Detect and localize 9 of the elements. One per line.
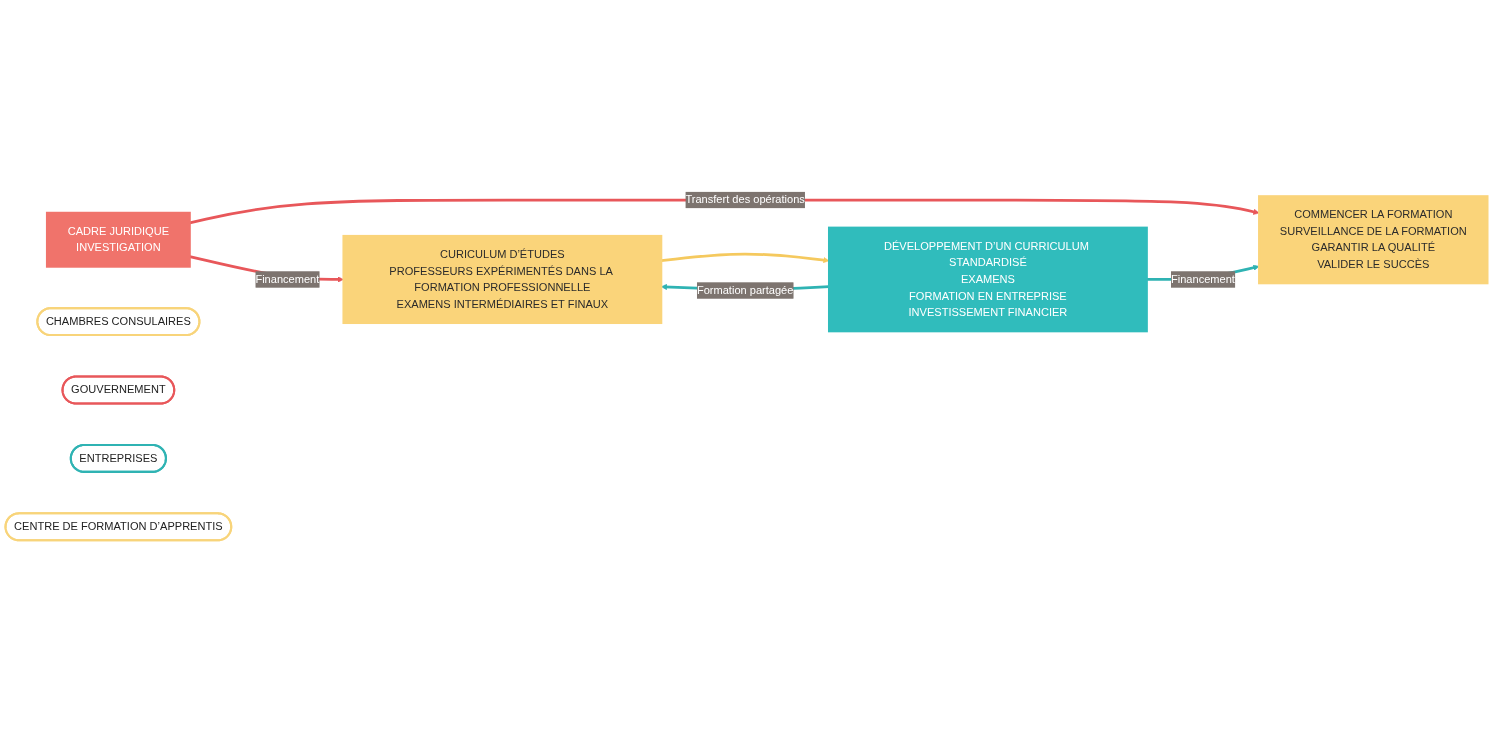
edge-label: Transfert des opérations (685, 193, 805, 206)
edge-label: Financement (255, 273, 320, 285)
node-box: CADRE JURIDIQUE INVESTIGATION (45, 211, 191, 268)
arrow (189, 198, 1260, 225)
node-box: CURICULUM D’ÉTUDES PROFESSEURS EXPÉRIMENTÉS DANS LA FORMATION PROFESSIONNELLE EXAMENS INTERMÉDIAIRES ET FINAUX (342, 234, 663, 325)
node-box: COMMENCER LA FORMATION SURVEILLANCE DE LA FORMATION GARANTIR LA QUALITÉ VALIDER LE SUCCÈS (1258, 195, 1489, 285)
arrow (661, 252, 830, 264)
node-box: DÉVELOPPEMENT D’UN CURRICULUM STANDARDISÉ EXAMENS FORMATION EN ENTREPRISE INVESTISSEMENT FINANCIER (828, 226, 1148, 333)
edge-label: Formation partagée (696, 284, 794, 297)
